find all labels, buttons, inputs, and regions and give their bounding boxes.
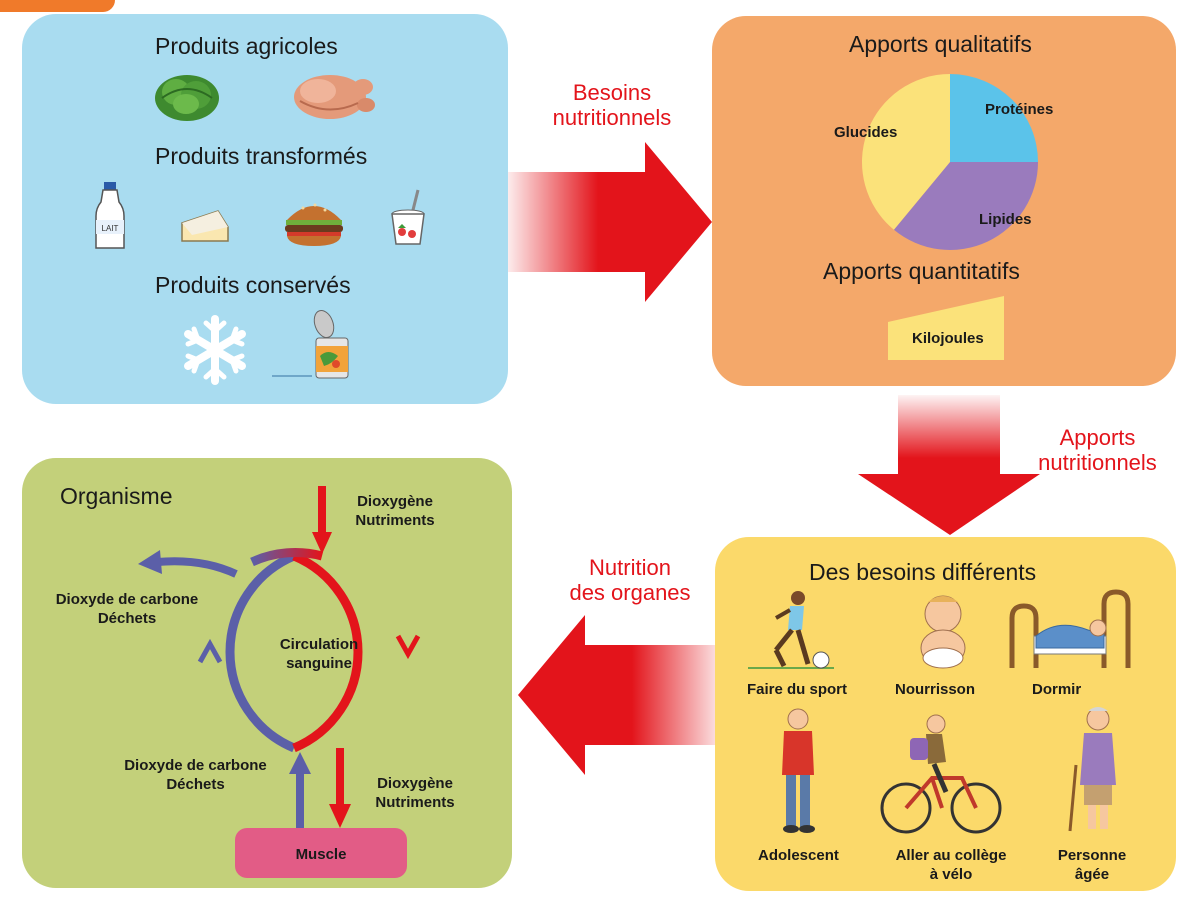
label-dormir: Dormir: [1032, 681, 1082, 698]
cyclist-icon: [880, 714, 1002, 834]
cheese-icon: [181, 210, 229, 242]
corner-accent: [0, 0, 115, 12]
organisme-box: [22, 458, 512, 888]
sport-person-icon: [748, 591, 834, 669]
title-produits-conserves: Produits conservés: [155, 272, 351, 298]
kilojoules-bar: [888, 296, 1004, 360]
title-organisme: Organisme: [60, 483, 173, 509]
elderly-person-icon: [1068, 707, 1116, 832]
title-produits-transformes: Produits transformés: [155, 143, 368, 169]
lettuce-icon: [155, 75, 219, 121]
svg-text:LAIT: LAIT: [102, 224, 119, 233]
baby-icon: [920, 595, 966, 669]
pie-label-glucides: Glucides: [834, 124, 898, 141]
teenager-icon: [782, 708, 815, 833]
sleeping-person-icon: [1009, 589, 1131, 668]
title-produits-agricoles: Produits agricoles: [155, 33, 338, 59]
muscle-label: Muscle: [295, 846, 347, 863]
pie-label-lipides: Lipides: [979, 211, 1032, 228]
milk-bottle-icon: LAIT: [95, 182, 125, 249]
circulation-diagram: [138, 486, 421, 830]
snowflake-icon: [184, 315, 246, 385]
title-apports-quantitatifs: Apports quantitatifs: [823, 258, 1020, 284]
chicken-icon: [294, 75, 375, 119]
pie-slice-glucides: [862, 74, 950, 230]
title-apports-qualitatifs: Apports qualitatifs: [849, 31, 1032, 57]
kilojoules-label: Kilojoules: [912, 330, 984, 347]
label-nourrisson: Nourrisson: [895, 681, 976, 698]
pie-slice-proteines: [950, 74, 1038, 162]
muscle-box: [235, 828, 407, 878]
tin-can-icon: [272, 309, 349, 379]
title-besoins-differents: Des besoins différents: [809, 559, 1037, 585]
label-adolescent: Adolescent: [758, 847, 839, 864]
label-faire-du-sport: Faire du sport: [747, 681, 848, 698]
pie-label-proteines: Protéines: [985, 101, 1054, 118]
burger-icon: [285, 203, 343, 246]
pie-slice-lipides: [893, 162, 1038, 251]
yogurt-icon: [391, 189, 425, 245]
pie-chart: [862, 74, 1038, 251]
